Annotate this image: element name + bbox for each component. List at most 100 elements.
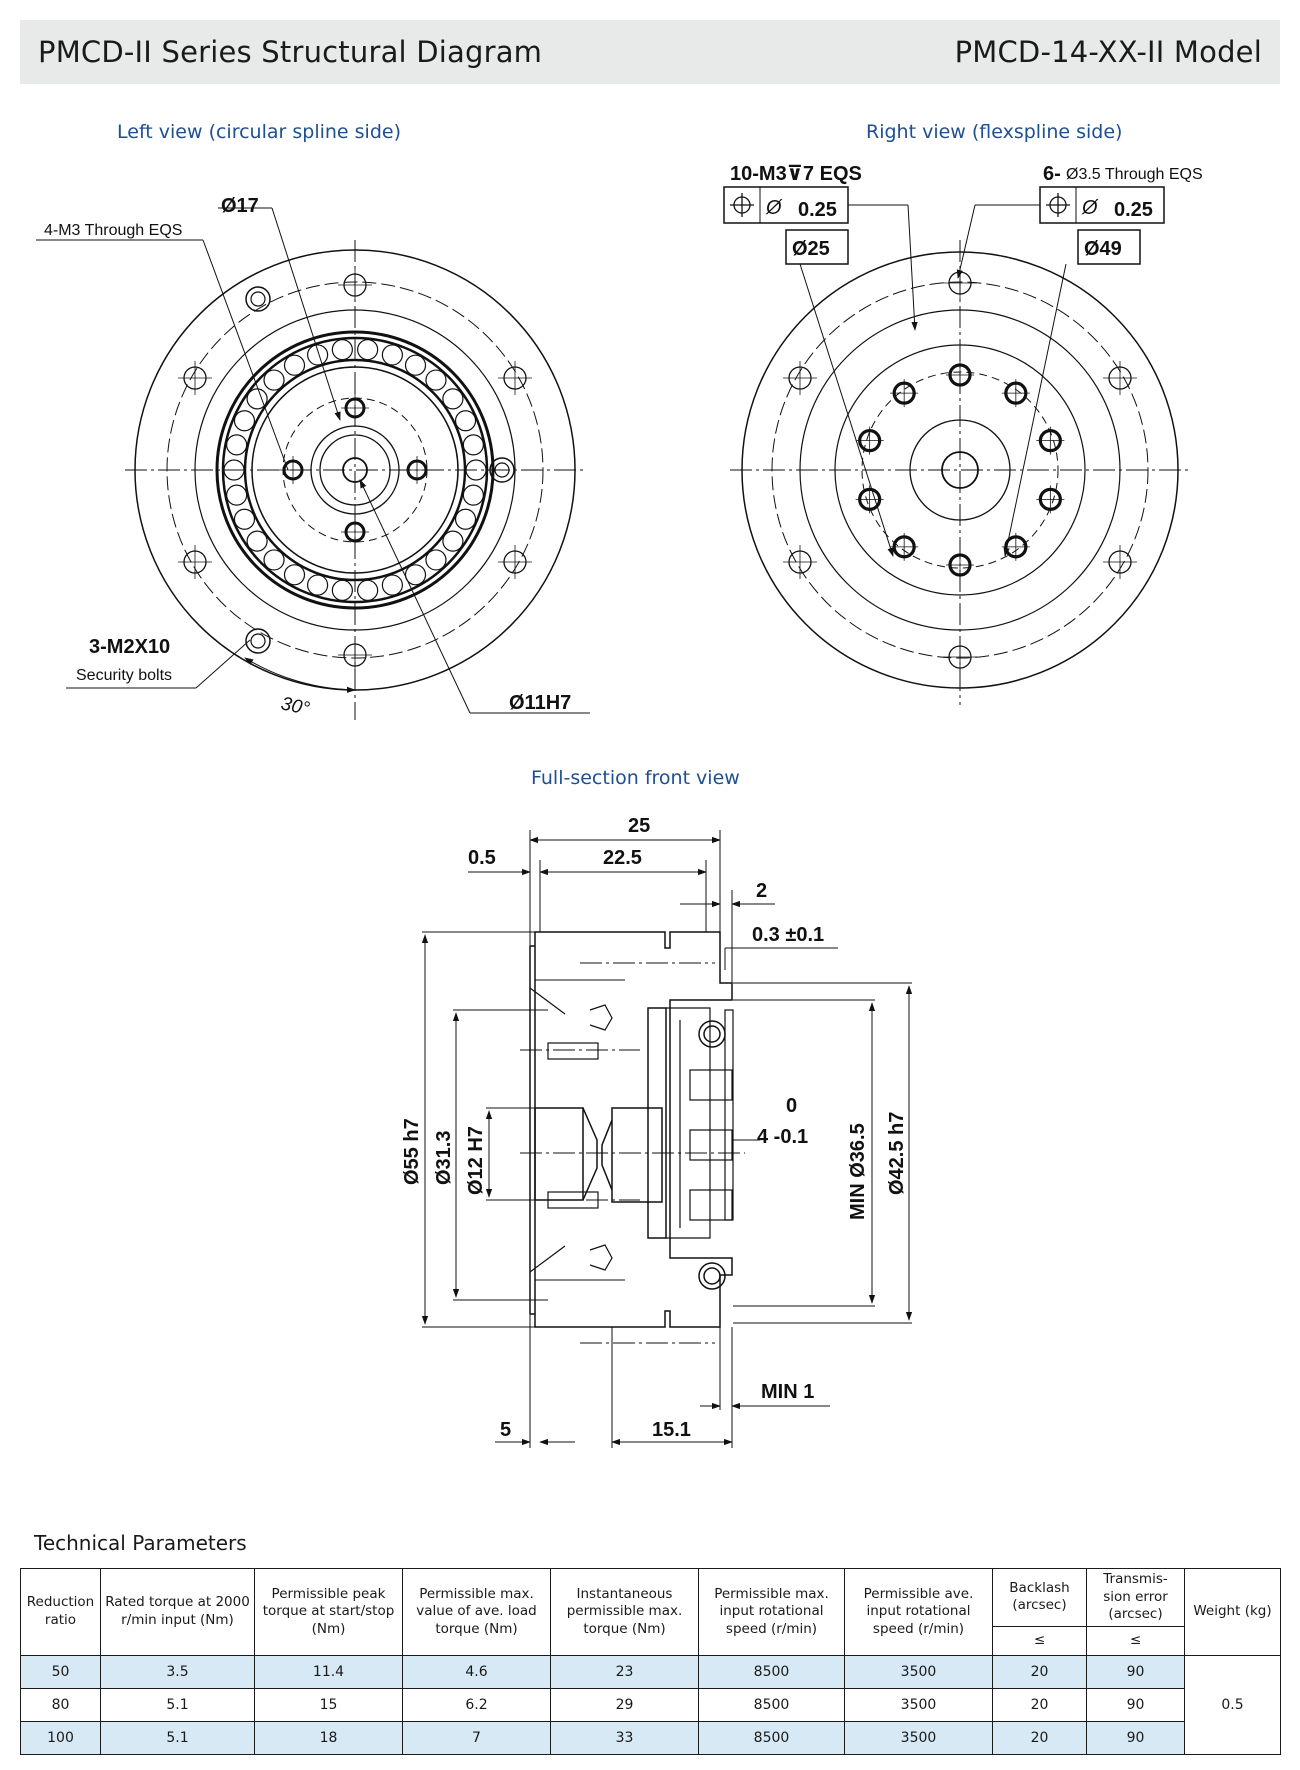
header-cell: Permissible max. input rotational speed … bbox=[698, 1568, 845, 1656]
header-cell: Instantaneous permissible max. torque (N… bbox=[550, 1568, 699, 1656]
header-cell: Permissible max. value of ave. load torq… bbox=[402, 1568, 551, 1656]
roller bbox=[223, 459, 245, 481]
dim-2: 2 bbox=[756, 880, 767, 902]
cell: 3500 bbox=[844, 1720, 993, 1755]
roller bbox=[307, 344, 329, 366]
model-title: PMCD-14-XX-II Model bbox=[954, 35, 1262, 69]
technical-parameters-title: Technical Parameters bbox=[34, 1531, 247, 1555]
cell: 7 bbox=[402, 1720, 551, 1755]
header-cell: Transmis-sion error (arcsec) bbox=[1086, 1568, 1185, 1627]
dim-25: 25 bbox=[628, 815, 650, 837]
cell: 6.2 bbox=[402, 1687, 551, 1722]
dim-55: Ø55 h7 bbox=[401, 1118, 423, 1185]
cell: 11.4 bbox=[254, 1654, 403, 1689]
mounting-hole bbox=[498, 361, 532, 395]
tol-dia-left: Ø bbox=[765, 197, 783, 219]
cell: 90 bbox=[1086, 1720, 1185, 1755]
security-bolt bbox=[489, 457, 515, 483]
roller bbox=[381, 574, 403, 596]
roller bbox=[226, 484, 248, 506]
roller bbox=[233, 508, 256, 530]
header-cell: Permissible ave. input rotational speed … bbox=[844, 1568, 993, 1656]
roller bbox=[357, 339, 379, 361]
front-section-centerlines bbox=[520, 962, 745, 1344]
bolts-label: Security bolts bbox=[76, 667, 172, 684]
cell: 5.1 bbox=[100, 1687, 255, 1722]
mounting-hole bbox=[178, 545, 212, 579]
header-sub-cell: ≤ bbox=[992, 1625, 1087, 1656]
dim-25-right: Ø25 bbox=[792, 238, 830, 260]
table-row: 100 5.1 18 7 33 8500 3500 20 90 bbox=[20, 1720, 1281, 1755]
roller bbox=[357, 579, 379, 601]
cell: 8500 bbox=[698, 1720, 845, 1755]
cell: 8500 bbox=[698, 1687, 845, 1722]
roller bbox=[226, 434, 248, 456]
angle-30: 30° bbox=[279, 693, 312, 720]
dim-0: 0 bbox=[786, 1095, 797, 1117]
cell: 3500 bbox=[844, 1687, 993, 1722]
front-section-drawing bbox=[529, 931, 734, 1328]
mounting-hole bbox=[498, 545, 532, 579]
holes-label-left: 4-M3 Through EQS bbox=[44, 222, 182, 239]
roller bbox=[331, 339, 353, 361]
roller bbox=[263, 369, 285, 391]
cell: 80 bbox=[20, 1687, 101, 1722]
security-bolt bbox=[245, 628, 271, 654]
dim-15-1: 15.1 bbox=[652, 1419, 691, 1441]
right-view-drawing bbox=[730, 240, 1190, 705]
dim-17: Ø17 bbox=[221, 195, 259, 217]
series-title: PMCD-II Series Structural Diagram bbox=[38, 35, 543, 69]
roller bbox=[283, 354, 306, 376]
left-view-dimensions bbox=[36, 207, 590, 714]
cell: 100 bbox=[20, 1720, 101, 1755]
tol-left: 0.25 bbox=[798, 199, 837, 221]
front-dimensions bbox=[421, 830, 913, 1448]
roller bbox=[283, 564, 306, 586]
right-view-title: Right view (flexspline side) bbox=[866, 121, 1123, 143]
flange-holes-left bbox=[178, 268, 532, 672]
front-view-title: Full-section front view bbox=[531, 767, 740, 789]
weight-cell: 0.5 bbox=[1184, 1654, 1281, 1755]
cell: 23 bbox=[550, 1654, 699, 1689]
security-bolt-inner bbox=[494, 462, 510, 478]
cell: 33 bbox=[550, 1720, 699, 1755]
cell: 29 bbox=[550, 1687, 699, 1722]
roller bbox=[425, 369, 447, 391]
header-cell: Permissible peak torque at start/stop (N… bbox=[254, 1568, 403, 1656]
roller bbox=[404, 354, 427, 376]
dim-49: Ø49 bbox=[1084, 238, 1122, 260]
header-cell: Reduction ratio bbox=[20, 1568, 101, 1656]
roller bbox=[307, 574, 329, 596]
thread-label: 10-M3⊽7 EQS bbox=[730, 163, 862, 185]
dim-5: 5 bbox=[500, 1419, 511, 1441]
mounting-hole bbox=[338, 638, 372, 672]
cell: 50 bbox=[20, 1654, 101, 1689]
right-view-fcf-symbols bbox=[730, 193, 1070, 217]
dim-0-3: 0.3 ±0.1 bbox=[752, 924, 824, 946]
left-view-labels: Ø17 4-M3 Through EQS 3-M2X10 Security bo… bbox=[44, 195, 571, 720]
structural-drawing: Ø17 4-M3 Through EQS 3-M2X10 Security bo… bbox=[36, 163, 1203, 1448]
roller bbox=[425, 549, 447, 571]
page-header: PMCD-II Series Structural Diagram PMCD-1… bbox=[20, 20, 1280, 84]
dim-0-5: 0.5 bbox=[468, 847, 496, 869]
roller bbox=[404, 564, 427, 586]
cell: 3.5 bbox=[100, 1654, 255, 1689]
cell: 5.1 bbox=[100, 1720, 255, 1755]
roller bbox=[462, 484, 484, 506]
tol-right: 0.25 bbox=[1114, 199, 1153, 221]
holes-prefix: 6- bbox=[1043, 163, 1061, 185]
right-view-dimensions bbox=[723, 186, 1165, 557]
roller bbox=[246, 530, 268, 552]
bolts-code: 3-M2X10 bbox=[89, 636, 170, 658]
header-cell: Backlash (arcsec) bbox=[992, 1568, 1087, 1627]
cell: 4.6 bbox=[402, 1654, 551, 1689]
cell: 90 bbox=[1086, 1687, 1185, 1722]
cell: 20 bbox=[992, 1687, 1087, 1722]
holes-label-right: Ø3.5 Through EQS bbox=[1066, 166, 1203, 183]
roller bbox=[462, 434, 484, 456]
flange-holes-right bbox=[783, 266, 1137, 674]
roller bbox=[465, 459, 487, 481]
bearing-rollers bbox=[223, 339, 487, 601]
right-view-labels: 10-M3⊽7 EQS Ø 0.25 Ø25 6- Ø3.5 Through E… bbox=[730, 163, 1203, 260]
cell: 8500 bbox=[698, 1654, 845, 1689]
